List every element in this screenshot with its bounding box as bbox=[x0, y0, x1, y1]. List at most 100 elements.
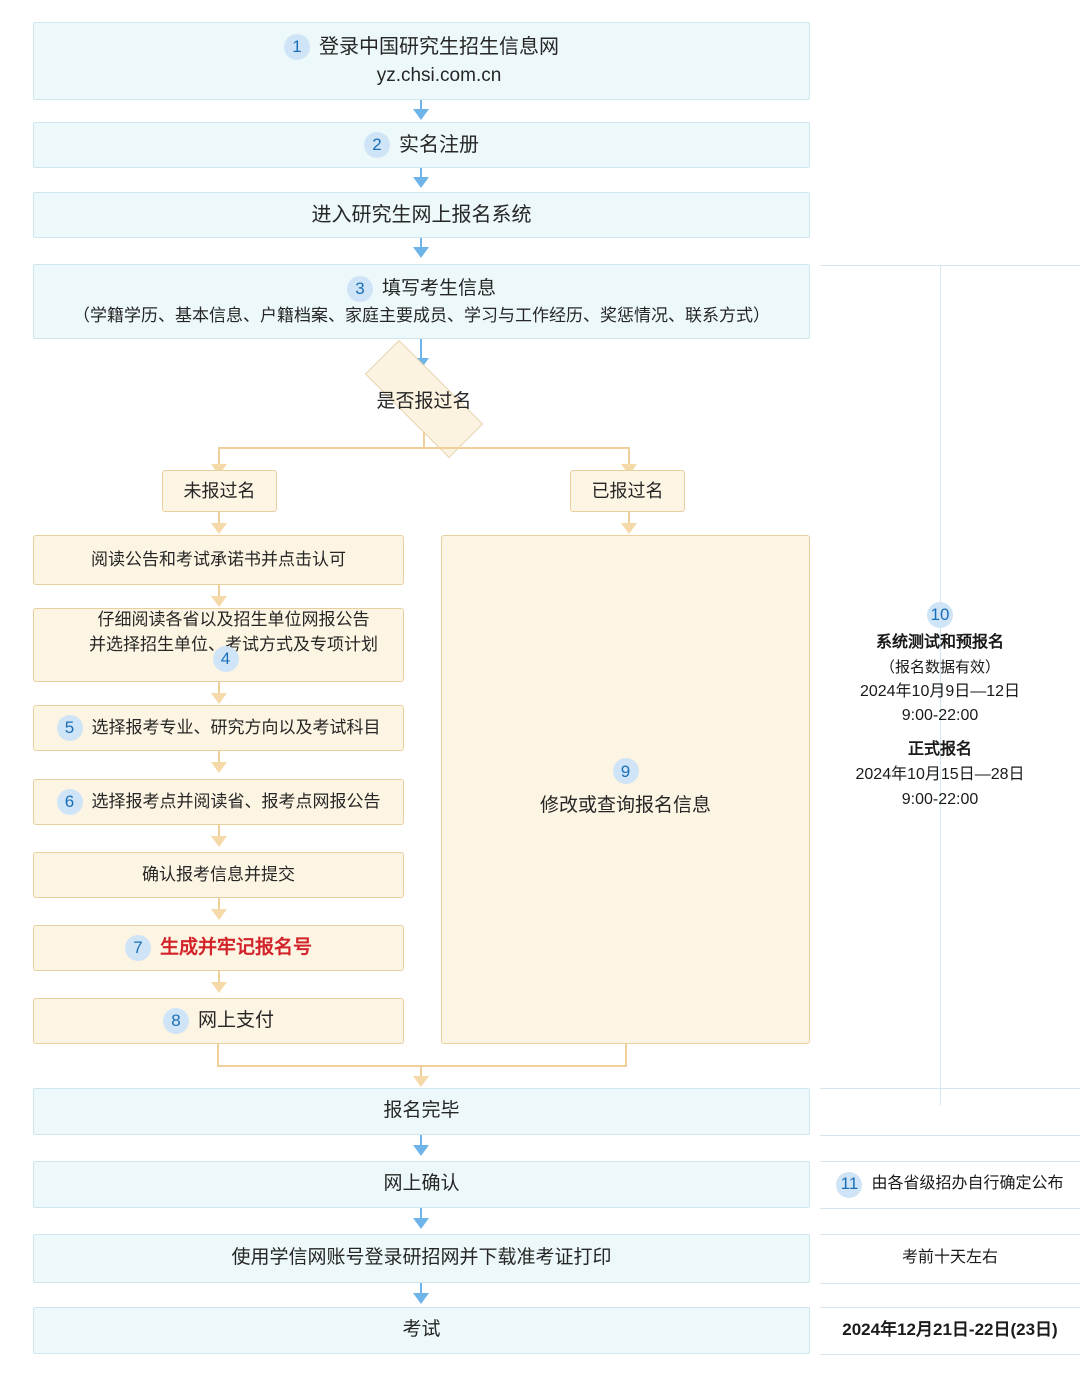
node-confirm-submit: 确认报考信息并提交 bbox=[33, 852, 404, 898]
arrow-branchright-icon bbox=[621, 523, 637, 534]
timeline-registration-note1: （报名数据有效） bbox=[879, 659, 1000, 677]
timeline-divider-5 bbox=[820, 1234, 1080, 1235]
timeline-confirm-block: 11 由各省级招办自行确定公布 bbox=[820, 1161, 1080, 1208]
step-number-badge: 2 bbox=[364, 132, 390, 158]
node-modify-query: 9 修改或查询报名信息 bbox=[441, 535, 810, 1044]
node-read-provincial-line1: 仔细阅读各省以及招生单位网报公告 bbox=[97, 609, 370, 629]
node-fill-info-detail: （学籍学历、基本信息、户籍档案、家庭主要成员、学习与工作经历、奖惩情况、联系方式… bbox=[73, 306, 770, 325]
connector-decision-split bbox=[218, 447, 630, 449]
node-decision-label: 是否报过名 bbox=[376, 390, 472, 412]
node-fill-info-title: 填写考生信息 bbox=[381, 277, 496, 299]
connector-readnotice-down bbox=[218, 585, 220, 597]
arrow-choosesite-icon bbox=[211, 836, 227, 847]
connector-branchleft-down bbox=[218, 512, 220, 524]
connector-choosesite-down bbox=[218, 825, 220, 837]
arrow-decision-right-icon bbox=[621, 464, 637, 475]
step-number-badge: 5 bbox=[56, 715, 83, 741]
connector-merge-bar bbox=[217, 1065, 627, 1067]
arrow-generate-icon bbox=[211, 982, 227, 993]
timeline-divider-top bbox=[820, 265, 1080, 266]
connector-merge-down bbox=[420, 1065, 422, 1077]
arrow-3-4-icon bbox=[413, 247, 429, 258]
node-fill-info: 3 填写考生信息 （学籍学历、基本信息、户籍档案、家庭主要成员、学习与工作经历、… bbox=[33, 264, 810, 339]
node-login-url: yz.chsi.com.cn bbox=[376, 64, 502, 86]
connector-choosemajor-down bbox=[218, 751, 220, 763]
node-login: 1 登录中国研究生招生信息网 yz.chsi.com.cn bbox=[33, 22, 810, 100]
connector-1-2 bbox=[420, 100, 422, 110]
node-online-payment-label: 网上支付 bbox=[197, 1009, 274, 1031]
node-exam-label: 考试 bbox=[402, 1319, 441, 1341]
arrow-branchleft-icon bbox=[211, 523, 227, 534]
arrow-choosemajor-icon bbox=[211, 762, 227, 773]
node-read-notice: 阅读公告和考试承诺书并点击认可 bbox=[33, 535, 404, 585]
node-read-notice-label: 阅读公告和考试承诺书并点击认可 bbox=[91, 550, 346, 570]
node-modify-query-label: 修改或查询报名信息 bbox=[539, 795, 711, 817]
timeline-confirm-text: 由各省级招办自行确定公布 bbox=[871, 1175, 1064, 1193]
arrow-done-confirm-icon bbox=[413, 1145, 429, 1156]
connector-merge-right-stem bbox=[625, 1044, 627, 1066]
node-generate-number: 7 生成并牢记报名号 bbox=[33, 925, 404, 971]
arrow-confirm-ticket-icon bbox=[413, 1218, 429, 1229]
connector-ticket-exam bbox=[420, 1283, 422, 1294]
timeline-ticket-block: 考前十天左右 bbox=[820, 1234, 1080, 1283]
timeline-ticket-text: 考前十天左右 bbox=[901, 1249, 998, 1267]
node-signup-done: 报名完毕 bbox=[33, 1088, 810, 1135]
arrow-decision-left-icon bbox=[211, 464, 227, 475]
node-choose-site: 6 选择报考点并阅读省、报考点网报公告 bbox=[33, 779, 404, 825]
arrow-readprov-icon bbox=[211, 693, 227, 704]
connector-decision-left bbox=[218, 447, 220, 465]
timeline-number-badge: 11 bbox=[836, 1171, 863, 1198]
node-decision-registered: 是否报过名 bbox=[340, 340, 508, 458]
timeline-exam-text: 2024年12月21日-22日(23日) bbox=[842, 1320, 1058, 1340]
step-number-badge: 8 bbox=[162, 1008, 189, 1034]
node-exam: 考试 bbox=[33, 1307, 810, 1354]
connector-generate-down bbox=[218, 971, 220, 983]
node-download-ticket: 使用学信网账号登录研招网并下载准考证打印 bbox=[33, 1234, 810, 1283]
timeline-divider-8 bbox=[820, 1354, 1080, 1355]
node-enter-system-label: 进入研究生网上报名系统 bbox=[311, 204, 532, 226]
timeline-exam-block: 2024年12月21日-22日(23日) bbox=[820, 1307, 1080, 1354]
timeline-registration-title2: 正式报名 bbox=[907, 741, 972, 759]
node-choose-major: 5 选择报考专业、研究方向以及考试科目 bbox=[33, 705, 404, 751]
step-number-badge: 1 bbox=[284, 33, 310, 60]
connector-branchright-down bbox=[628, 512, 630, 524]
step-number-badge: 3 bbox=[346, 275, 373, 302]
timeline-registration-time1: 9:00-22:00 bbox=[901, 707, 979, 725]
step-number-badge: 4 bbox=[212, 645, 239, 672]
node-register-label: 实名注册 bbox=[399, 134, 479, 156]
connector-readprov-down bbox=[218, 682, 220, 694]
connector-done-confirm bbox=[420, 1135, 422, 1146]
arrow-confirm-icon bbox=[211, 909, 227, 920]
node-branch-registered: 已报过名 bbox=[570, 470, 685, 512]
timeline-registration-title1: 系统测试和预报名 bbox=[875, 634, 1004, 652]
step-number-badge: 6 bbox=[56, 789, 83, 815]
node-confirm-submit-label: 确认报考信息并提交 bbox=[142, 865, 295, 885]
node-read-provincial-line2: 并选择招生单位、考试方式及专项计划 bbox=[89, 635, 378, 654]
timeline-registration-block: 10 系统测试和预报名 （报名数据有效） 2024年10月9日—12日 9:00… bbox=[820, 600, 1060, 815]
arrow-2-3-icon bbox=[413, 177, 429, 188]
timeline-registration-date2: 2024年10月15日—28日 bbox=[855, 765, 1025, 783]
connector-confirm-down bbox=[218, 898, 220, 910]
step-number-badge: 7 bbox=[124, 935, 151, 961]
arrow-1-2-icon bbox=[413, 109, 429, 120]
connector-4-decision bbox=[420, 339, 422, 359]
branch-registered-label: 已报过名 bbox=[591, 480, 664, 501]
connector-decision-right bbox=[628, 447, 630, 465]
branch-not-registered-label: 未报过名 bbox=[183, 480, 256, 501]
arrow-readnotice-icon bbox=[211, 596, 227, 607]
connector-3-4 bbox=[420, 238, 422, 248]
connector-confirm-ticket bbox=[420, 1208, 422, 1219]
node-online-confirm-label: 网上确认 bbox=[383, 1173, 460, 1195]
arrow-merge-icon bbox=[413, 1076, 429, 1087]
timeline-divider-2 bbox=[820, 1135, 1080, 1136]
timeline-divider-7 bbox=[820, 1307, 1080, 1308]
node-read-provincial: 4 仔细阅读各省以及招生单位网报公告 并选择招生单位、考试方式及专项计划 bbox=[33, 608, 404, 682]
arrow-ticket-exam-icon bbox=[413, 1293, 429, 1304]
node-choose-major-label: 选择报考专业、研究方向以及考试科目 bbox=[91, 718, 381, 738]
connector-2-3 bbox=[420, 168, 422, 178]
timeline-divider-1 bbox=[820, 1088, 1080, 1089]
connector-merge-left-stem bbox=[217, 1044, 219, 1066]
node-signup-done-label: 报名完毕 bbox=[383, 1100, 460, 1122]
step-number-badge: 9 bbox=[612, 758, 639, 785]
